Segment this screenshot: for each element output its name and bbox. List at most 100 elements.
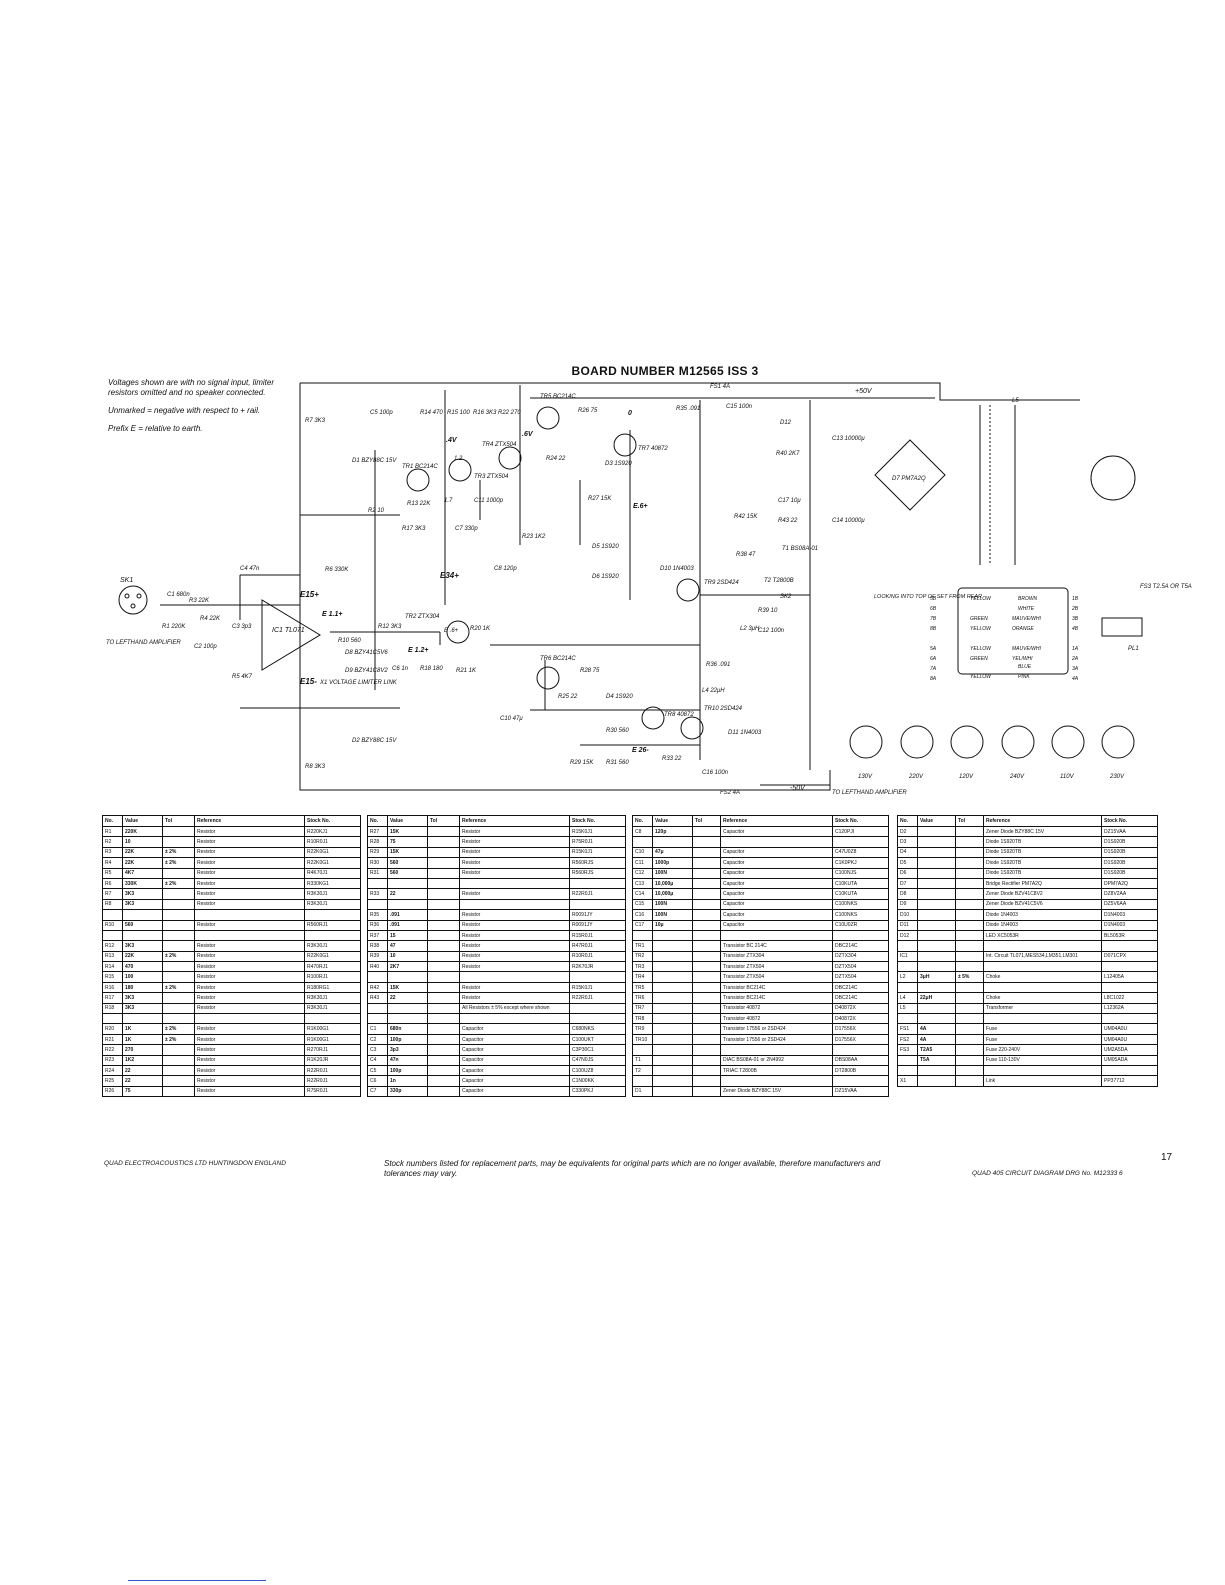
- cell-value: [387, 877, 428, 890]
- cell-reference: [983, 981, 1102, 994]
- label-r33: R33 22: [662, 756, 682, 762]
- cell-no: C11: [632, 857, 653, 869]
- label-c4: C4 47n: [240, 566, 260, 572]
- cell-reference: Resistor: [459, 919, 570, 931]
- cell-tol: [427, 1044, 460, 1056]
- cell-no: X1: [897, 1075, 918, 1087]
- label-fs2: FS2 4A: [720, 790, 740, 796]
- cell-value: [652, 929, 693, 942]
- cell-tol: ± 2%: [162, 846, 195, 859]
- cell-tol: [162, 836, 195, 848]
- label-r28: R28 75: [580, 668, 600, 674]
- label-d5: D5 1S920: [592, 544, 619, 550]
- label-fs3: FS3 T2.5A OR T5A: [1140, 584, 1192, 590]
- cell-tol: [692, 846, 721, 859]
- cell-tol: [692, 857, 721, 869]
- label-e-6b: E .6+: [444, 628, 459, 634]
- cell-tol: [692, 1085, 721, 1098]
- label-r40: R40 2K7: [776, 451, 800, 457]
- cell-stock: [304, 909, 361, 921]
- cell-reference: Resistor: [459, 909, 570, 921]
- cell-reference: [194, 929, 305, 942]
- col-tol: Tol: [692, 815, 721, 827]
- col-no: No.: [102, 815, 123, 827]
- cell-value: 10,000μ: [652, 877, 693, 890]
- cell-value: 22K: [122, 950, 163, 963]
- label-to-lefthand: TO LEFTHAND AMPLIFIER: [832, 790, 907, 796]
- cell-no: D9: [897, 898, 918, 911]
- cell-no: R5: [102, 867, 123, 879]
- cell-stock: R3K30J1: [304, 940, 361, 952]
- table-row: [632, 836, 889, 848]
- cell-stock: R560RJS: [569, 867, 626, 879]
- cell-reference: Capacitor: [459, 1044, 570, 1056]
- cell-value: 22K: [122, 857, 163, 869]
- cell-stock: R4K70J1: [304, 867, 361, 879]
- cell-reference: Capacitor: [720, 877, 833, 890]
- cell-reference: Resistor: [459, 867, 570, 879]
- col-reference: Reference: [459, 815, 570, 827]
- cell-tol: [955, 1023, 984, 1035]
- col-reference: Reference: [720, 815, 833, 827]
- cell-value: 100p: [387, 1033, 428, 1046]
- label-c12: C12 100n: [758, 628, 785, 634]
- cell-stock: [832, 836, 889, 848]
- cell-no: R2: [102, 836, 123, 848]
- cell-tol: [692, 961, 721, 973]
- cell-value: T2A5: [917, 1044, 956, 1056]
- cell-tol: [692, 825, 721, 838]
- cell-reference: [720, 929, 833, 942]
- label-e15p: E15+: [300, 590, 319, 599]
- label-d3: D3 1S920: [605, 461, 632, 467]
- cell-reference: [194, 909, 305, 921]
- cell-reference: Capacitor: [720, 898, 833, 911]
- cell-stock: C100NKS: [832, 898, 889, 911]
- cell-value: [652, 971, 693, 983]
- cell-no: [632, 929, 653, 942]
- cell-no: R30: [367, 857, 388, 869]
- cell-no: D2: [897, 825, 918, 838]
- cell-no: R27: [367, 825, 388, 838]
- footer-company: QUAD ELECTROACOUSTICS LTD HUNTINGDON ENG…: [104, 1160, 286, 1167]
- cell-value: 22: [387, 992, 428, 1004]
- cell-reference: Resistor: [459, 992, 570, 1004]
- cell-reference: Bridge Rectifier PM7A2Q: [983, 877, 1102, 890]
- cell-no: [632, 1075, 653, 1087]
- cell-reference: Resistor: [459, 836, 570, 848]
- cell-no: TR7: [632, 1002, 653, 1015]
- cell-tol: ± 2%: [162, 857, 195, 869]
- table-row: [367, 1013, 626, 1025]
- cell-no: L5: [897, 1002, 918, 1015]
- cell-reference: Diode 1N4003: [983, 919, 1102, 931]
- cell-tol: [427, 846, 460, 859]
- tap-label: 1A: [1072, 646, 1079, 652]
- cell-value: 220K: [122, 825, 163, 838]
- label-c6: C6 1n: [392, 666, 409, 672]
- cell-stock: C10KUTA: [832, 888, 889, 900]
- cell-tol: [162, 992, 195, 1004]
- cell-reference: Transistor 40872: [720, 1002, 833, 1015]
- cell-tol: [955, 857, 984, 869]
- cell-stock: R3K30J1: [304, 888, 361, 900]
- tap-label: 6A: [930, 656, 937, 662]
- cell-tol: [162, 867, 195, 879]
- cell-reference: Resistor: [459, 857, 570, 869]
- cell-reference: Transistor 17556 or 2SD424: [720, 1033, 833, 1046]
- label-ic1: IC1 TL071: [272, 627, 305, 634]
- label-c3: C3 3p3: [232, 624, 252, 630]
